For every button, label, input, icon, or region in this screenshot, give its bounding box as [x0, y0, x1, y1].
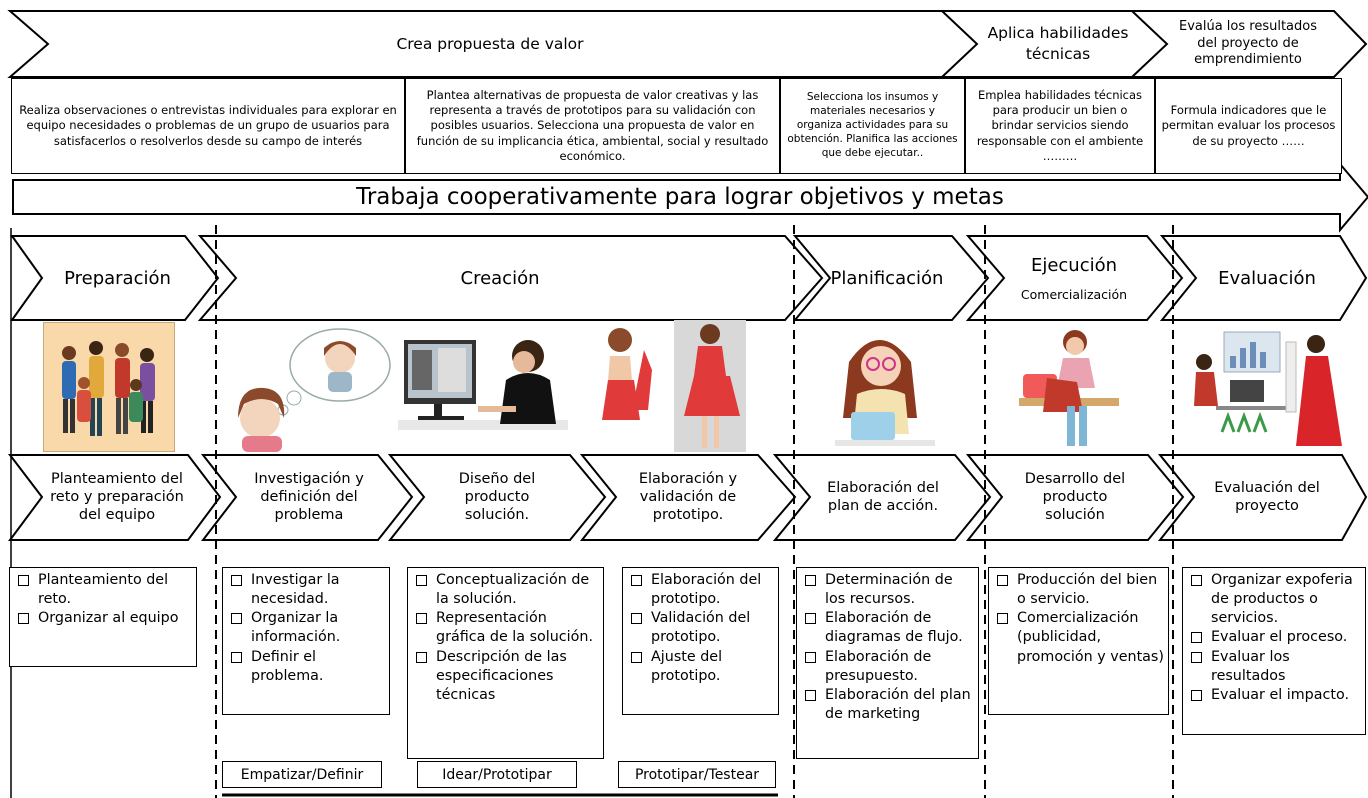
- activity-list-prototipo: Elaboración del prototipo. Validación de…: [622, 567, 779, 715]
- competency-box-1: Realiza observaciones o entrevistas indi…: [11, 78, 405, 174]
- list-item: Investigar la necesidad.: [229, 571, 385, 609]
- step-4-label: Elaboración y validación de prototipo.: [638, 471, 738, 523]
- competency-box-2: Plantea alternativas de propuesta de val…: [405, 78, 780, 174]
- step-5-chevron: [772, 454, 992, 541]
- evalua-resultados-arrow: [1129, 10, 1368, 78]
- list-item: Conceptualización de la solución.: [414, 571, 599, 609]
- activity-list-evaluacion: Organizar expoferia de productos o servi…: [1182, 567, 1366, 735]
- dress-prototype-illustration: [598, 320, 746, 452]
- activity-list-ejecucion: Producción del bien o servicio. Comercia…: [988, 567, 1169, 715]
- evaluation-illustration: [1186, 322, 1346, 452]
- trabaja-arrow: [12, 161, 1368, 233]
- step-3-chevron: [387, 454, 607, 541]
- phase-creacion-chevron: [197, 235, 824, 321]
- phase-creacion-label: Creación: [460, 267, 540, 289]
- list-item: Planteamiento del reto.: [16, 571, 192, 609]
- list-item: Representación gráfica de la solución.: [414, 609, 599, 647]
- method-tag-empatizar: Empatizar/Definir: [222, 761, 382, 788]
- activity-list-diseno: Conceptualización de la solución. Repres…: [407, 567, 604, 759]
- team-illustration: [43, 322, 175, 452]
- list-item: Determinación de los recursos.: [803, 571, 974, 609]
- method-tag-prototipar: Prototipar/Testear: [618, 761, 776, 788]
- sewing-woman-illustration: [1013, 322, 1123, 452]
- list-item: Descripción de las especificaciones técn…: [414, 648, 599, 705]
- list-item: Organizar expoferia de productos o servi…: [1189, 571, 1361, 628]
- activity-list-planificacion: Determinación de los recursos. Elaboraci…: [796, 567, 979, 759]
- list-item: Validación del prototipo.: [629, 609, 774, 647]
- step-5-label: Elaboración del plan de acción.: [827, 480, 939, 514]
- step-3-label: Diseño del producto solución.: [458, 471, 536, 523]
- step-4-chevron: [579, 454, 797, 541]
- list-item: Elaboración del prototipo.: [629, 571, 774, 609]
- planner-girl-illustration: [815, 322, 947, 452]
- phase-planificacion-label: Planificación: [830, 267, 944, 289]
- list-item: Evaluar los resultados: [1189, 648, 1361, 686]
- phase-preparacion-label: Preparación: [64, 267, 171, 289]
- phase-ejecucion-chevron: [965, 235, 1184, 321]
- list-item: Evaluar el impacto.: [1189, 686, 1361, 705]
- step-1-label: Planteamiento del reto y preparación del…: [50, 471, 184, 523]
- list-item: Organizar la información.: [229, 609, 385, 647]
- competency-box-5: Formula indicadores que le permitan eval…: [1155, 78, 1342, 174]
- phase-evaluacion-label: Evaluación: [1218, 267, 1316, 289]
- phase-evaluacion-chevron: [1159, 235, 1368, 321]
- list-item: Organizar al equipo: [16, 609, 192, 628]
- list-item: Elaboración de presupuesto.: [803, 648, 974, 686]
- thinking-girl-illustration: [228, 320, 398, 452]
- evalua-resultados-label: Evalúa los resultados del proyecto de em…: [1178, 18, 1318, 68]
- step-2-label: Investigación y definición del problema: [254, 471, 364, 523]
- step-2-chevron: [200, 454, 414, 541]
- crea-propuesta-label: Crea propuesta de valor: [396, 35, 584, 53]
- trabaja-banner-label: Trabaja cooperativamente para lograr obj…: [356, 184, 1004, 210]
- aplica-habilidades-label: Aplica habilidades técnicas: [987, 24, 1129, 63]
- list-item: Evaluar el proceso.: [1189, 628, 1361, 647]
- competency-box-3: Selecciona los insumos y materiales nece…: [780, 78, 965, 174]
- competency-box-4: Emplea habilidades técnicas para produci…: [965, 78, 1155, 174]
- step-1-chevron: [7, 454, 222, 541]
- method-tag-idear: Idear/Prototipar: [417, 761, 577, 788]
- activity-list-investigacion: Investigar la necesidad. Organizar la in…: [222, 567, 390, 715]
- phase-planificacion-chevron: [792, 235, 990, 321]
- activity-list-preparacion: Planteamiento del reto. Organizar al equ…: [9, 567, 197, 667]
- list-item: Elaboración de diagramas de flujo.: [803, 609, 974, 647]
- list-item: Definir el problema.: [229, 648, 385, 686]
- list-item: Producción del bien o servicio.: [995, 571, 1164, 609]
- phase-comercializacion-label: Comercialización: [1020, 286, 1128, 302]
- phase-ejecucion-label: Ejecución: [1030, 254, 1118, 276]
- list-item: Elaboración del plan de marketing: [803, 686, 974, 724]
- list-item: Ajuste del prototipo.: [629, 648, 774, 686]
- step-7-chevron: [1157, 454, 1368, 541]
- step-6-chevron: [965, 454, 1185, 541]
- phase-preparacion-chevron: [10, 235, 220, 321]
- step-7-label: Evaluación del proyecto: [1214, 480, 1320, 514]
- designer-computer-illustration: [398, 320, 568, 452]
- step-6-label: Desarrollo del producto solución: [1024, 471, 1126, 523]
- list-item: Comercialización (publicidad, promoción …: [995, 609, 1164, 666]
